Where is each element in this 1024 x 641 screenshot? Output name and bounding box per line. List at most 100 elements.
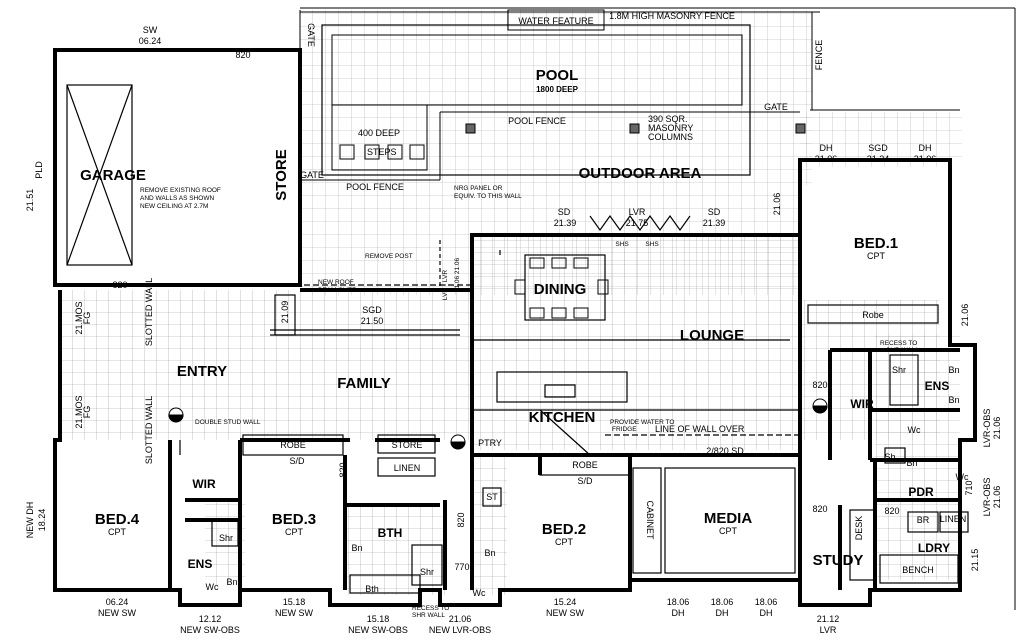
d21mos-bottom: 21.MOS — [74, 395, 84, 428]
columns-3: COLUMNS — [648, 132, 693, 142]
garage-label: GARAGE — [80, 167, 146, 184]
wir-right-label: WIR — [850, 397, 874, 411]
ldry-label: LDRY — [918, 541, 950, 555]
pantry-label: PTRY — [478, 438, 502, 448]
bed4-floor: CPT — [108, 527, 127, 537]
bn-ens-2: Bn — [948, 395, 959, 405]
entry-label: ENTRY — [177, 363, 227, 380]
fg-bottom: FG — [82, 406, 92, 419]
shr-ens: Shr — [892, 365, 906, 375]
sd-2820: 2/820 SD — [706, 446, 744, 456]
linen-label: LINEN — [394, 463, 421, 473]
d820-ldry: 820 — [884, 506, 899, 516]
bed2-floor: CPT — [555, 537, 574, 547]
sw-top: SW — [143, 25, 158, 35]
d1518-b: 15.18 — [367, 614, 390, 624]
d2151: 21.51 — [25, 189, 35, 212]
study-label: STUDY — [813, 552, 864, 569]
shs-2: SHS — [645, 241, 659, 248]
family-label: FAMILY — [337, 375, 391, 392]
lounge-label: LOUNGE — [680, 327, 744, 344]
dh-b: DH — [716, 608, 729, 618]
line-of-wall-over: LINE OF WALL OVER — [655, 424, 745, 434]
d21mos-top: 21.MOS — [74, 301, 84, 334]
slotted-wall-bottom: SLOTTED WALL — [144, 396, 154, 464]
pool — [300, 9, 806, 181]
d2150: 21.50 — [361, 316, 384, 326]
lvr-obs-lower: LVR-OBS — [982, 478, 992, 517]
st-label: ST — [486, 492, 498, 502]
dh-a: DH — [672, 608, 685, 618]
water-feature-label: WATER FEATURE — [518, 16, 593, 26]
dh-c: DH — [760, 608, 773, 618]
media-floor: CPT — [719, 526, 738, 536]
lvr-bottom: LVR — [820, 625, 837, 635]
room-labels: GARAGE REMOVE EXISTING ROOF AND WALLS AS… — [80, 67, 969, 598]
d2106-bottom: 21.06 — [449, 614, 472, 624]
store-small-label: STORE — [392, 440, 423, 450]
sd-left: SD — [558, 207, 571, 217]
wir-left-label: WIR — [192, 477, 216, 491]
d710: 710 — [964, 480, 974, 495]
double-stud-wall: DOUBLE STUD WALL — [195, 419, 261, 426]
wc-bth: Wc — [473, 588, 486, 598]
d2112: 21.12 — [817, 614, 840, 624]
d820-entry: 820 — [112, 280, 127, 290]
provide-water-2: FRIDGE — [612, 426, 637, 433]
new-roof-1: NEW ROOF — [318, 279, 354, 286]
new-sw-obs-1: NEW SW-OBS — [180, 625, 240, 635]
d2139-left: 21.39 — [554, 218, 577, 228]
pool-fence-left: POOL FENCE — [346, 182, 404, 192]
d1824: 18.24 — [37, 509, 47, 532]
d2106-bed1-b: 21.06 — [914, 154, 937, 164]
new-roof-2: BEAM OVER — [318, 287, 357, 294]
d1518-a: 15.18 — [283, 597, 306, 607]
d2109: 21.09 — [280, 301, 290, 324]
sd-bed2: S/D — [577, 476, 593, 486]
sgd-bed1: SGD — [868, 143, 888, 153]
dh-bed1-b: DH — [919, 143, 932, 153]
thin-lines — [66, 84, 969, 594]
gate-left: GATE — [300, 170, 324, 180]
pool-label: POOL — [536, 67, 579, 84]
br-label: BR — [917, 515, 930, 525]
robe-bed2: ROBE — [572, 460, 598, 470]
ens-right-label: ENS — [925, 379, 950, 393]
sd-bed3: S/D — [289, 456, 305, 466]
d1806-c: 18.06 — [755, 597, 778, 607]
switchboard-symbols — [168, 398, 828, 450]
pld-label: PLD — [34, 161, 44, 179]
new-sw-3: NEW SW — [546, 608, 585, 618]
columns-2: MASONRY — [648, 123, 693, 133]
bed3-label: BED.3 — [272, 511, 316, 528]
bth-label: BTH — [378, 526, 403, 540]
bed4-label: BED.4 — [95, 511, 140, 528]
slotted-wall-top: SLOTTED WALL — [144, 278, 154, 346]
d0624-top: 06.24 — [139, 36, 162, 46]
bed2-label: BED.2 — [542, 521, 586, 538]
d2106-pdr: 21.06 — [992, 486, 1002, 509]
annotations: WATER FEATURE 1.8M HIGH MASONRY FENCE PO… — [34, 11, 992, 619]
bath-label: Bth — [365, 584, 379, 594]
bn-bed2: Bn — [484, 548, 495, 558]
bn-ens-1: Bn — [948, 365, 959, 375]
recess-bth-1: RECESS TO — [412, 605, 449, 612]
d1212: 12.12 — [199, 614, 222, 624]
ens-left-label: ENS — [188, 557, 213, 571]
d0624-bottom: 06.24 — [106, 597, 129, 607]
steps-depth: 400 DEEP — [358, 128, 400, 138]
d820-study: 820 — [812, 504, 827, 514]
remove-post: REMOVE POST — [365, 253, 413, 260]
sgd-family: SGD — [362, 305, 382, 315]
garage-note-1: REMOVE EXISTING ROOF — [140, 187, 221, 194]
d1806-a: 18.06 — [667, 597, 690, 607]
d1806-b: 18.06 — [711, 597, 734, 607]
pool-depth: 1800 DEEP — [536, 85, 578, 94]
pool-fence-top: POOL FENCE — [508, 116, 566, 126]
shs-1: SHS — [615, 241, 629, 248]
new-sw-obs-2: NEW SW-OBS — [348, 625, 408, 635]
d820-wir: 820 — [812, 380, 827, 390]
linen-ldry-label: LINEN — [940, 514, 967, 524]
lvr-obs-upper: LVR-OBS — [982, 409, 992, 448]
gate-top: GATE — [306, 23, 316, 47]
